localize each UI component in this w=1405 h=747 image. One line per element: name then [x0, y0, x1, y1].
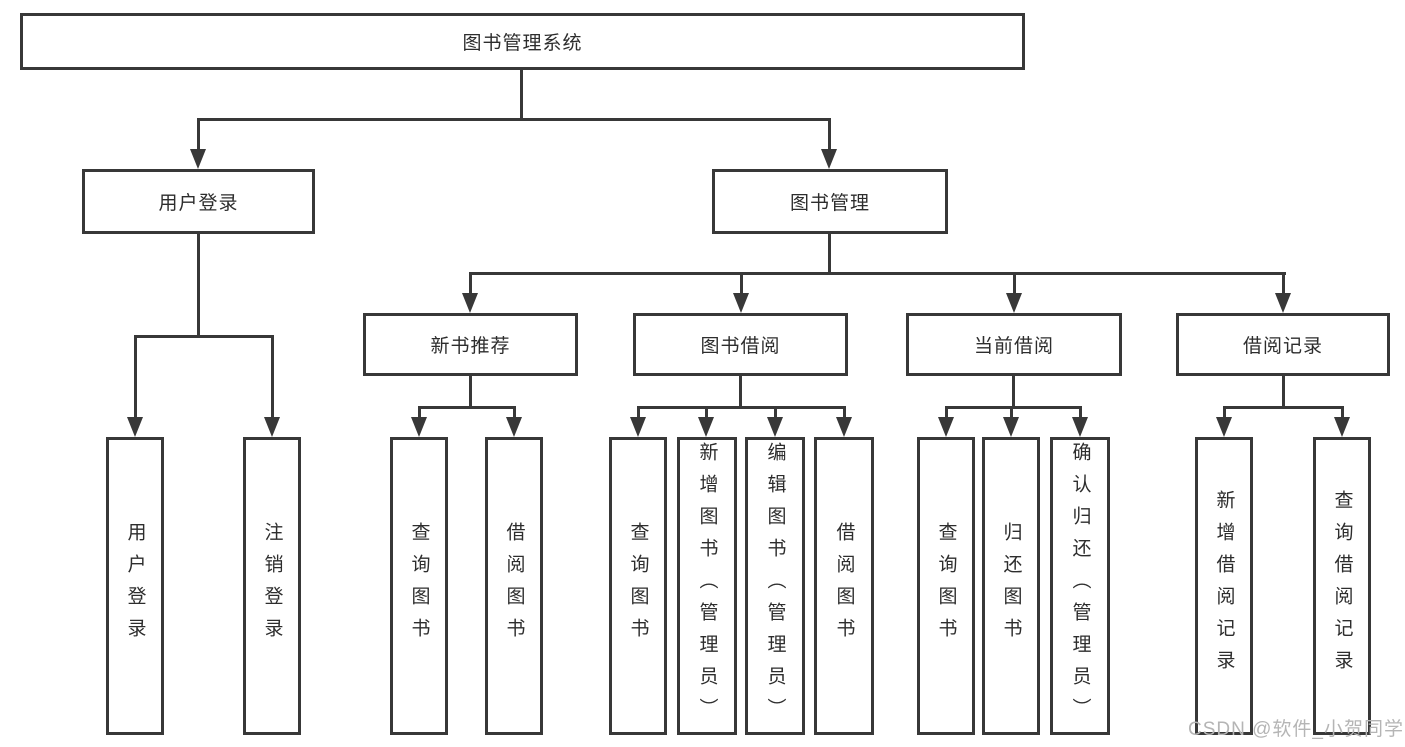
node-root: 图书管理系统: [20, 13, 1025, 70]
leaf-borrow-books: 借阅图书: [814, 437, 874, 735]
csdn-watermark: CSDN @软件_小贺同学: [1188, 719, 1404, 740]
connector-line: [520, 70, 523, 119]
node-user-login-label: 用户登录: [158, 193, 239, 214]
connector-line: [1013, 272, 1016, 296]
leaf-label: 用户登录: [124, 522, 146, 650]
connector-line: [945, 406, 1082, 409]
leaf-confirm-return-admin: 确认归还（管理员）: [1050, 437, 1110, 735]
arrowhead-icon: [1072, 417, 1088, 437]
leaf-return-books: 归还图书: [982, 437, 1040, 735]
leaf-query-books-current: 查询图书: [917, 437, 975, 735]
node-book-borrow-label: 图书借阅: [700, 336, 781, 357]
connector-line: [469, 376, 472, 407]
connector-line: [1282, 376, 1285, 407]
connector-line: [134, 335, 274, 338]
leaf-label: 新增图书（管理员）: [696, 442, 718, 730]
arrowhead-icon: [1216, 417, 1232, 437]
connector-line: [469, 272, 472, 296]
arrowhead-icon: [264, 417, 280, 437]
arrowhead-icon: [733, 293, 749, 313]
connector-line: [740, 272, 743, 296]
connector-line: [513, 406, 516, 419]
node-new-book-recommend: 新书推荐: [363, 313, 578, 376]
node-borrow-records: 借阅记录: [1176, 313, 1390, 376]
arrowhead-icon: [836, 417, 852, 437]
leaf-label: 新增借阅记录: [1213, 490, 1235, 682]
connector-line: [637, 406, 640, 419]
connector-line: [774, 406, 777, 419]
node-book-borrow: 图书借阅: [633, 313, 848, 376]
node-book-management-label: 图书管理: [789, 193, 870, 214]
connector-line: [828, 118, 831, 152]
node-new-book-recommend-label: 新书推荐: [430, 336, 511, 357]
node-book-management: 图书管理: [712, 169, 948, 234]
leaf-label: 查询图书: [627, 522, 649, 650]
arrowhead-icon: [767, 417, 783, 437]
leaf-label: 借阅图书: [833, 522, 855, 650]
leaf-label: 查询借阅记录: [1331, 490, 1353, 682]
leaf-label: 编辑图书（管理员）: [764, 442, 786, 730]
connector-line: [637, 406, 846, 409]
node-current-borrow-label: 当前借阅: [973, 336, 1054, 357]
connector-line: [843, 406, 846, 419]
arrowhead-icon: [506, 417, 522, 437]
leaf-label: 查询图书: [408, 522, 430, 650]
connector-line: [705, 406, 708, 419]
leaf-query-books-borrow: 查询图书: [609, 437, 667, 735]
connector-line: [945, 406, 948, 419]
leaf-query-borrow-record: 查询借阅记录: [1313, 437, 1371, 735]
arrowhead-icon: [1003, 417, 1019, 437]
leaf-add-books-admin: 新增图书（管理员）: [677, 437, 737, 735]
leaf-logout: 注销登录: [243, 437, 301, 735]
connector-line: [469, 272, 1286, 275]
connector-line: [418, 406, 421, 419]
arrowhead-icon: [1334, 417, 1350, 437]
leaf-borrow-books-recommend: 借阅图书: [485, 437, 543, 735]
node-current-borrow: 当前借阅: [906, 313, 1122, 376]
connector-line: [828, 234, 831, 272]
node-borrow-records-label: 借阅记录: [1242, 336, 1323, 357]
leaf-query-books-recommend: 查询图书: [390, 437, 448, 735]
connector-line: [739, 376, 742, 407]
arrowhead-icon: [698, 417, 714, 437]
arrowhead-icon: [938, 417, 954, 437]
arrowhead-icon: [462, 293, 478, 313]
leaf-label: 借阅图书: [503, 522, 525, 650]
arrowhead-icon: [127, 417, 143, 437]
arrowhead-icon: [190, 149, 206, 169]
connector-line: [1341, 406, 1344, 419]
connector-line: [1282, 272, 1285, 296]
node-root-label: 图书管理系统: [462, 33, 583, 54]
leaf-label: 查询图书: [935, 522, 957, 650]
arrowhead-icon: [821, 149, 837, 169]
arrowhead-icon: [411, 417, 427, 437]
arrowhead-icon: [1275, 293, 1291, 313]
arrowhead-icon: [1006, 293, 1022, 313]
connector-line: [1223, 406, 1226, 419]
connector-line: [1079, 406, 1082, 419]
leaf-add-borrow-record: 新增借阅记录: [1195, 437, 1253, 735]
connector-line: [197, 118, 200, 152]
connector-line: [1010, 406, 1013, 419]
connector-line: [1012, 376, 1015, 407]
connector-line: [271, 335, 274, 419]
connector-line: [197, 234, 200, 335]
arrowhead-icon: [630, 417, 646, 437]
leaf-user-login: 用户登录: [106, 437, 164, 735]
leaf-edit-books-admin: 编辑图书（管理员）: [745, 437, 805, 735]
connector-line: [1223, 406, 1344, 409]
leaf-label: 注销登录: [261, 522, 283, 650]
node-user-login: 用户登录: [82, 169, 315, 234]
leaf-label: 确认归还（管理员）: [1069, 442, 1091, 730]
connector-line: [418, 406, 516, 409]
leaf-label: 归还图书: [1000, 522, 1022, 650]
connector-line: [197, 118, 831, 121]
connector-line: [134, 335, 137, 419]
